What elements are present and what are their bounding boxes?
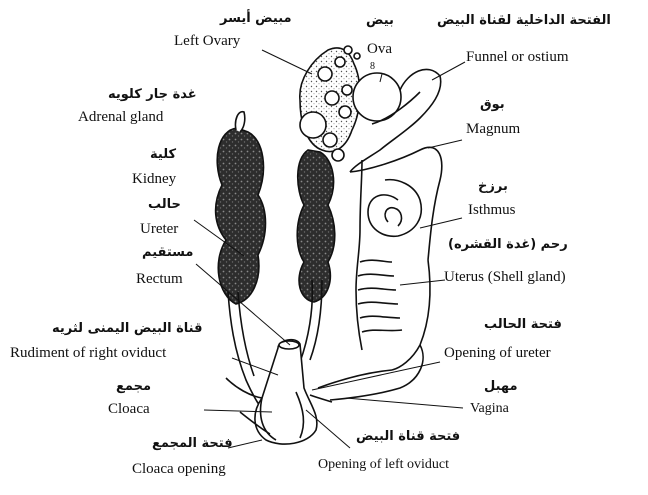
kidney-label-ar: كلية xyxy=(150,148,176,161)
opening-oviduct-label: Opening of left oviduct xyxy=(318,458,449,472)
opening-ureter-label-ar: فتحة الحالب xyxy=(484,318,562,331)
left-kidney xyxy=(216,128,266,304)
cloaca-shape xyxy=(226,340,332,444)
right-kidney xyxy=(297,150,335,302)
magnum-label: Magnum xyxy=(466,122,520,137)
funnel-label-ar: الفتحة الداخلية لقناة البيض xyxy=(437,14,611,27)
isthmus-label-ar: برزخ xyxy=(478,180,508,193)
vagina-label-ar: مهبل xyxy=(484,380,518,393)
left-ovary-label-ar: مبيض أيسر xyxy=(220,12,292,25)
ova-label-ar: بيض xyxy=(366,14,394,27)
rudiment-label: Rudiment of right oviduct xyxy=(10,346,166,361)
uterus-label: Uterus (Shell gland) xyxy=(444,270,566,285)
ureter-label: Ureter xyxy=(140,222,178,237)
vagina-label: Vagina xyxy=(470,402,509,416)
ureter-label-ar: حالب xyxy=(148,198,181,211)
ova-label: Ova xyxy=(367,42,392,57)
adrenal-label-ar: غدة جار كلويه xyxy=(108,88,197,101)
opening-oviduct-label-ar: فتحة قناة البيض xyxy=(356,430,460,443)
cloaca-label-ar: مجمع xyxy=(116,380,151,393)
isthmus-label: Isthmus xyxy=(468,203,516,218)
cloaca-label: Cloaca xyxy=(108,402,150,417)
ova-digit: 8 xyxy=(370,62,375,72)
rectum-label-ar: مستقيم xyxy=(142,246,193,259)
adrenal-gland-shape xyxy=(235,112,244,132)
left-ovary-label: Left Ovary xyxy=(174,34,240,49)
cloaca-opening-label: Cloaca opening xyxy=(132,462,226,477)
left-ovary xyxy=(300,46,360,161)
rudiment-label-ar: قناة البيض اليمنى لثريه xyxy=(52,322,203,335)
kidney-label: Kidney xyxy=(132,172,176,187)
uterus-label-ar: رحم (غدة القشره) xyxy=(448,238,568,251)
funnel-label: Funnel or ostium xyxy=(466,50,569,65)
opening-ureter-label: Opening of ureter xyxy=(444,346,551,361)
adrenal-label: Adrenal gland xyxy=(78,110,163,125)
magnum-label-ar: بوق xyxy=(480,98,505,111)
rectum-label: Rectum xyxy=(136,272,183,287)
cloaca-opening-label-ar: فتحة المجمع xyxy=(152,437,233,450)
